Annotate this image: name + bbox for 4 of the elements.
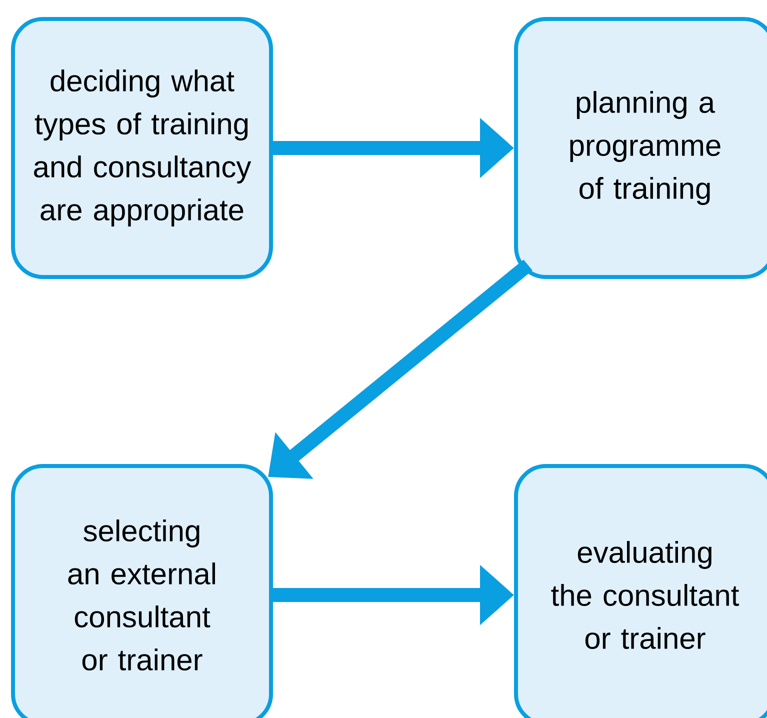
process-box: deciding what types of training and consultancy are appropriate: [11, 17, 273, 279]
process-box: planning a programme of training: [514, 17, 767, 279]
process-box: selecting an external consultant or trainer: [11, 464, 273, 718]
process-box: evaluating the consultant or trainer: [514, 464, 767, 718]
